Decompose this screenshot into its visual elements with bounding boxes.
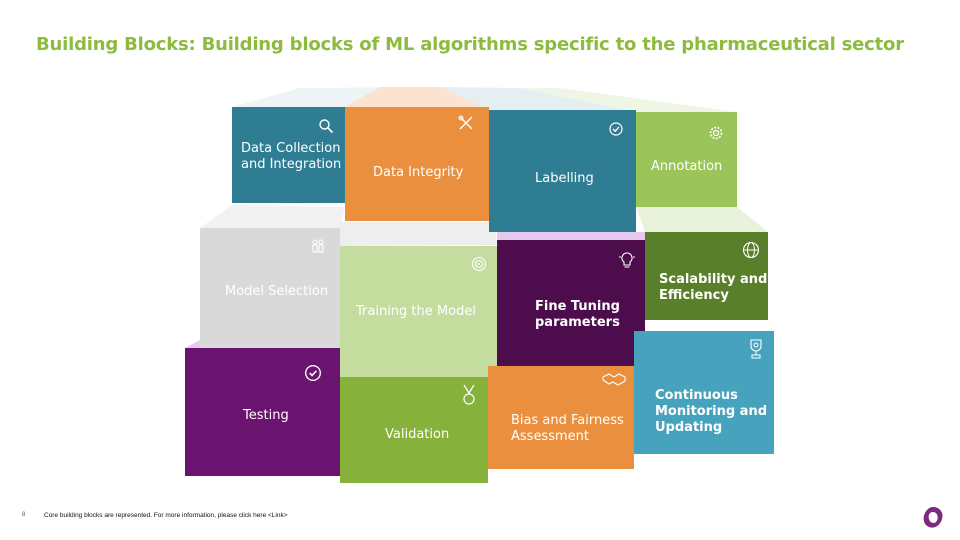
handshake-icon [602,373,626,386]
block-label: Fine Tuning parameters [535,299,620,330]
globe-icon [742,241,760,259]
block-labelling[interactable]: Labelling [489,110,636,232]
block-testing[interactable]: Testing [185,348,340,476]
trophy-icon [750,339,762,359]
block-continuous-monitoring[interactable]: Continuous Monitoring and Updating [634,331,774,454]
block-fine-tuning[interactable]: Fine Tuning parameters [497,240,645,366]
block-label: Scalability and Efficiency [659,272,768,303]
page-title: Building Blocks: Building blocks of ML a… [36,34,904,55]
check-circle-icon [305,365,321,381]
gear-icon [709,126,723,140]
check-circle-icon [609,122,623,136]
target-icon [471,256,487,272]
block-label: Data Collection and Integration [241,141,342,172]
block-label: Validation [385,427,450,442]
block-label: Continuous Monitoring and Updating [655,388,768,435]
block-training-model[interactable]: Training the Model [340,246,497,377]
footer-note[interactable]: Core building blocks are represented. Fo… [44,512,288,519]
lightbulb-icon [619,252,635,268]
search-icon [319,119,334,134]
block-label: Labelling [535,171,594,186]
block-model-selection[interactable]: Model Selection [200,228,340,348]
block-annotation[interactable]: Annotation [636,112,737,207]
block-label: Bias and Fairness Assessment [511,413,624,444]
block-bias-fairness[interactable]: Bias and Fairness Assessment [488,366,634,469]
block-scalability[interactable]: Scalability and Efficiency [645,232,768,320]
medal-icon [463,384,475,405]
block-label: Annotation [651,159,723,174]
people-icon [312,239,324,253]
block-label: Testing [243,408,289,423]
block-data-integrity[interactable]: Data Integrity [345,107,489,221]
block-data-collection[interactable]: Data Collection and Integration [232,107,346,203]
block-label: Model Selection [225,284,329,299]
page-number: 8 [22,512,26,518]
block-label: Data Integrity [373,165,464,180]
block-label: Training the Model [356,304,476,319]
tools-icon [458,115,473,130]
block-validation[interactable]: Validation [340,377,488,483]
company-logo [923,507,943,528]
